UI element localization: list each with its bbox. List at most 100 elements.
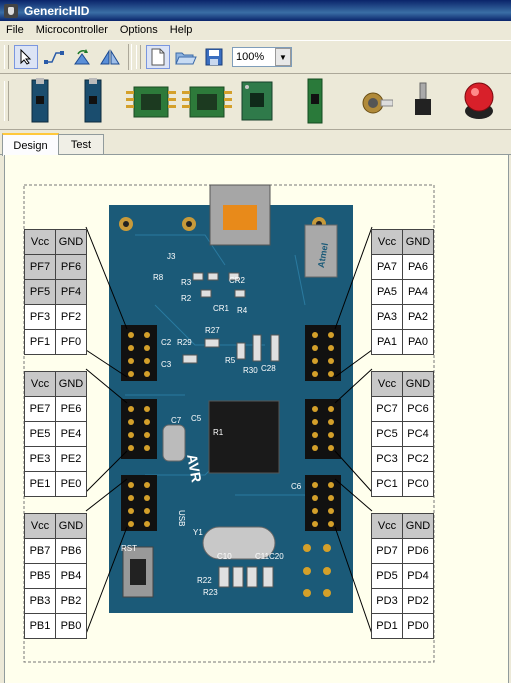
pin-cell[interactable]: PB7 <box>24 538 56 564</box>
pin-cell[interactable]: PF7 <box>24 254 56 280</box>
wire-tool-button[interactable] <box>42 45 66 69</box>
open-file-button[interactable] <box>174 45 198 69</box>
teensy-plus-board-icon[interactable] <box>83 78 103 124</box>
pin-cell[interactable]: PD2 <box>402 588 434 614</box>
pin-cell[interactable]: GND <box>55 229 87 255</box>
pin-cell[interactable]: PC3 <box>371 446 403 472</box>
pin-cell[interactable]: PA3 <box>371 304 403 330</box>
flip-tool-button[interactable] <box>98 45 122 69</box>
pin-cell[interactable]: Vcc <box>371 229 403 255</box>
pin-cell[interactable]: PA5 <box>371 279 403 305</box>
pin-cell[interactable]: PD7 <box>371 538 403 564</box>
potentiometer-icon[interactable] <box>357 89 393 119</box>
pin-cell[interactable]: Vcc <box>371 371 403 397</box>
keypad-module-icon[interactable] <box>182 85 232 119</box>
pin-cell[interactable]: PB2 <box>55 588 87 614</box>
pin-cell[interactable]: PF2 <box>55 304 87 330</box>
pin-cell[interactable]: GND <box>402 371 434 397</box>
pin-cell[interactable]: PB1 <box>24 613 56 639</box>
pin-cell[interactable]: PD0 <box>402 613 434 639</box>
pin-cell[interactable]: Vcc <box>371 513 403 539</box>
pin-cell[interactable]: PD4 <box>402 563 434 589</box>
pin-cell[interactable]: GND <box>402 229 434 255</box>
pin-cell[interactable]: PC1 <box>371 471 403 497</box>
toolbar-grip[interactable] <box>4 81 9 121</box>
pin-cell[interactable]: PD1 <box>371 613 403 639</box>
pin-cell[interactable]: PB3 <box>24 588 56 614</box>
toolbar-grip[interactable] <box>136 45 141 69</box>
pin-cell[interactable]: PC7 <box>371 396 403 422</box>
pin-cell[interactable]: PE7 <box>24 396 56 422</box>
pin-cell[interactable]: PA1 <box>371 329 403 355</box>
pin-cell[interactable]: PF0 <box>55 329 87 355</box>
pin-cell[interactable]: PC6 <box>402 396 434 422</box>
pin-cell[interactable]: PF6 <box>55 254 87 280</box>
pin-cell[interactable]: GND <box>55 371 87 397</box>
lcd-module-icon[interactable] <box>126 85 176 119</box>
pin-cell[interactable]: PB5 <box>24 563 56 589</box>
arduino-nano-icon[interactable] <box>307 78 323 124</box>
pin-cell[interactable]: PB6 <box>55 538 87 564</box>
pin-cell[interactable]: PA4 <box>402 279 434 305</box>
pin-cell[interactable]: GND <box>402 513 434 539</box>
pin-cell[interactable]: PE6 <box>55 396 87 422</box>
pin-cell[interactable]: PB0 <box>55 613 87 639</box>
chevron-down-icon[interactable]: ▼ <box>275 48 291 66</box>
pin-cell[interactable]: PE2 <box>55 446 87 472</box>
pin-cell[interactable]: PE0 <box>55 471 87 497</box>
pin-cell[interactable]: PD5 <box>371 563 403 589</box>
pin-cell[interactable]: PE3 <box>24 446 56 472</box>
pin-cell[interactable]: PF1 <box>24 329 56 355</box>
new-file-button[interactable] <box>146 45 170 69</box>
svg-text:R30: R30 <box>243 366 258 375</box>
rotate-tool-button[interactable] <box>70 45 94 69</box>
pin-cell[interactable]: PE5 <box>24 421 56 447</box>
accelerometer-board-icon[interactable] <box>241 81 273 121</box>
save-file-button[interactable] <box>202 45 226 69</box>
component-toolbar <box>0 73 511 130</box>
menu-file[interactable]: File <box>6 24 24 36</box>
pin-cell[interactable]: PC2 <box>402 446 434 472</box>
pin-cell[interactable]: PA0 <box>402 329 434 355</box>
pin-cell[interactable]: PC0 <box>402 471 434 497</box>
tab-design[interactable]: Design <box>2 133 59 156</box>
pin-cell[interactable]: PD3 <box>371 588 403 614</box>
rotary-switch-icon[interactable] <box>413 81 433 119</box>
pin-cell[interactable]: PA6 <box>402 254 434 280</box>
pin-cell[interactable]: PB4 <box>55 563 87 589</box>
zoom-combobox[interactable]: 100% ▼ <box>232 47 292 67</box>
pin-cell[interactable]: PA2 <box>402 304 434 330</box>
pin-cell[interactable]: PE4 <box>55 421 87 447</box>
pin-cell[interactable]: PD6 <box>402 538 434 564</box>
svg-text:R5: R5 <box>225 356 236 365</box>
pin-cell[interactable]: GND <box>55 513 87 539</box>
pin-cell[interactable]: PC4 <box>402 421 434 447</box>
pin-cell[interactable]: Vcc <box>24 513 56 539</box>
design-canvas[interactable]: Atmel AVR USB R3 R2 R4 C <box>4 155 509 683</box>
pin-cell[interactable]: PC5 <box>371 421 403 447</box>
select-tool-button[interactable] <box>14 45 38 69</box>
pin-cell[interactable]: PF3 <box>24 304 56 330</box>
teensy-board-icon[interactable] <box>30 78 50 124</box>
pin-cell[interactable]: PF4 <box>55 279 87 305</box>
menu-microcontroller[interactable]: Microcontroller <box>35 24 108 36</box>
pin-cell[interactable]: Vcc <box>24 229 56 255</box>
svg-text:R27: R27 <box>205 326 220 335</box>
pin-cell[interactable]: PE1 <box>24 471 56 497</box>
pin-cell[interactable]: PA7 <box>371 254 403 280</box>
pin-cell[interactable]: PF5 <box>24 279 56 305</box>
svg-text:CR1: CR1 <box>213 304 230 313</box>
tab-test[interactable]: Test <box>58 134 104 154</box>
pin-cell[interactable]: Vcc <box>24 371 56 397</box>
menu-options[interactable]: Options <box>119 24 158 36</box>
toolbar-grip[interactable] <box>4 45 9 69</box>
push-button-icon[interactable] <box>461 81 497 121</box>
menu-help[interactable]: Help <box>169 24 193 36</box>
